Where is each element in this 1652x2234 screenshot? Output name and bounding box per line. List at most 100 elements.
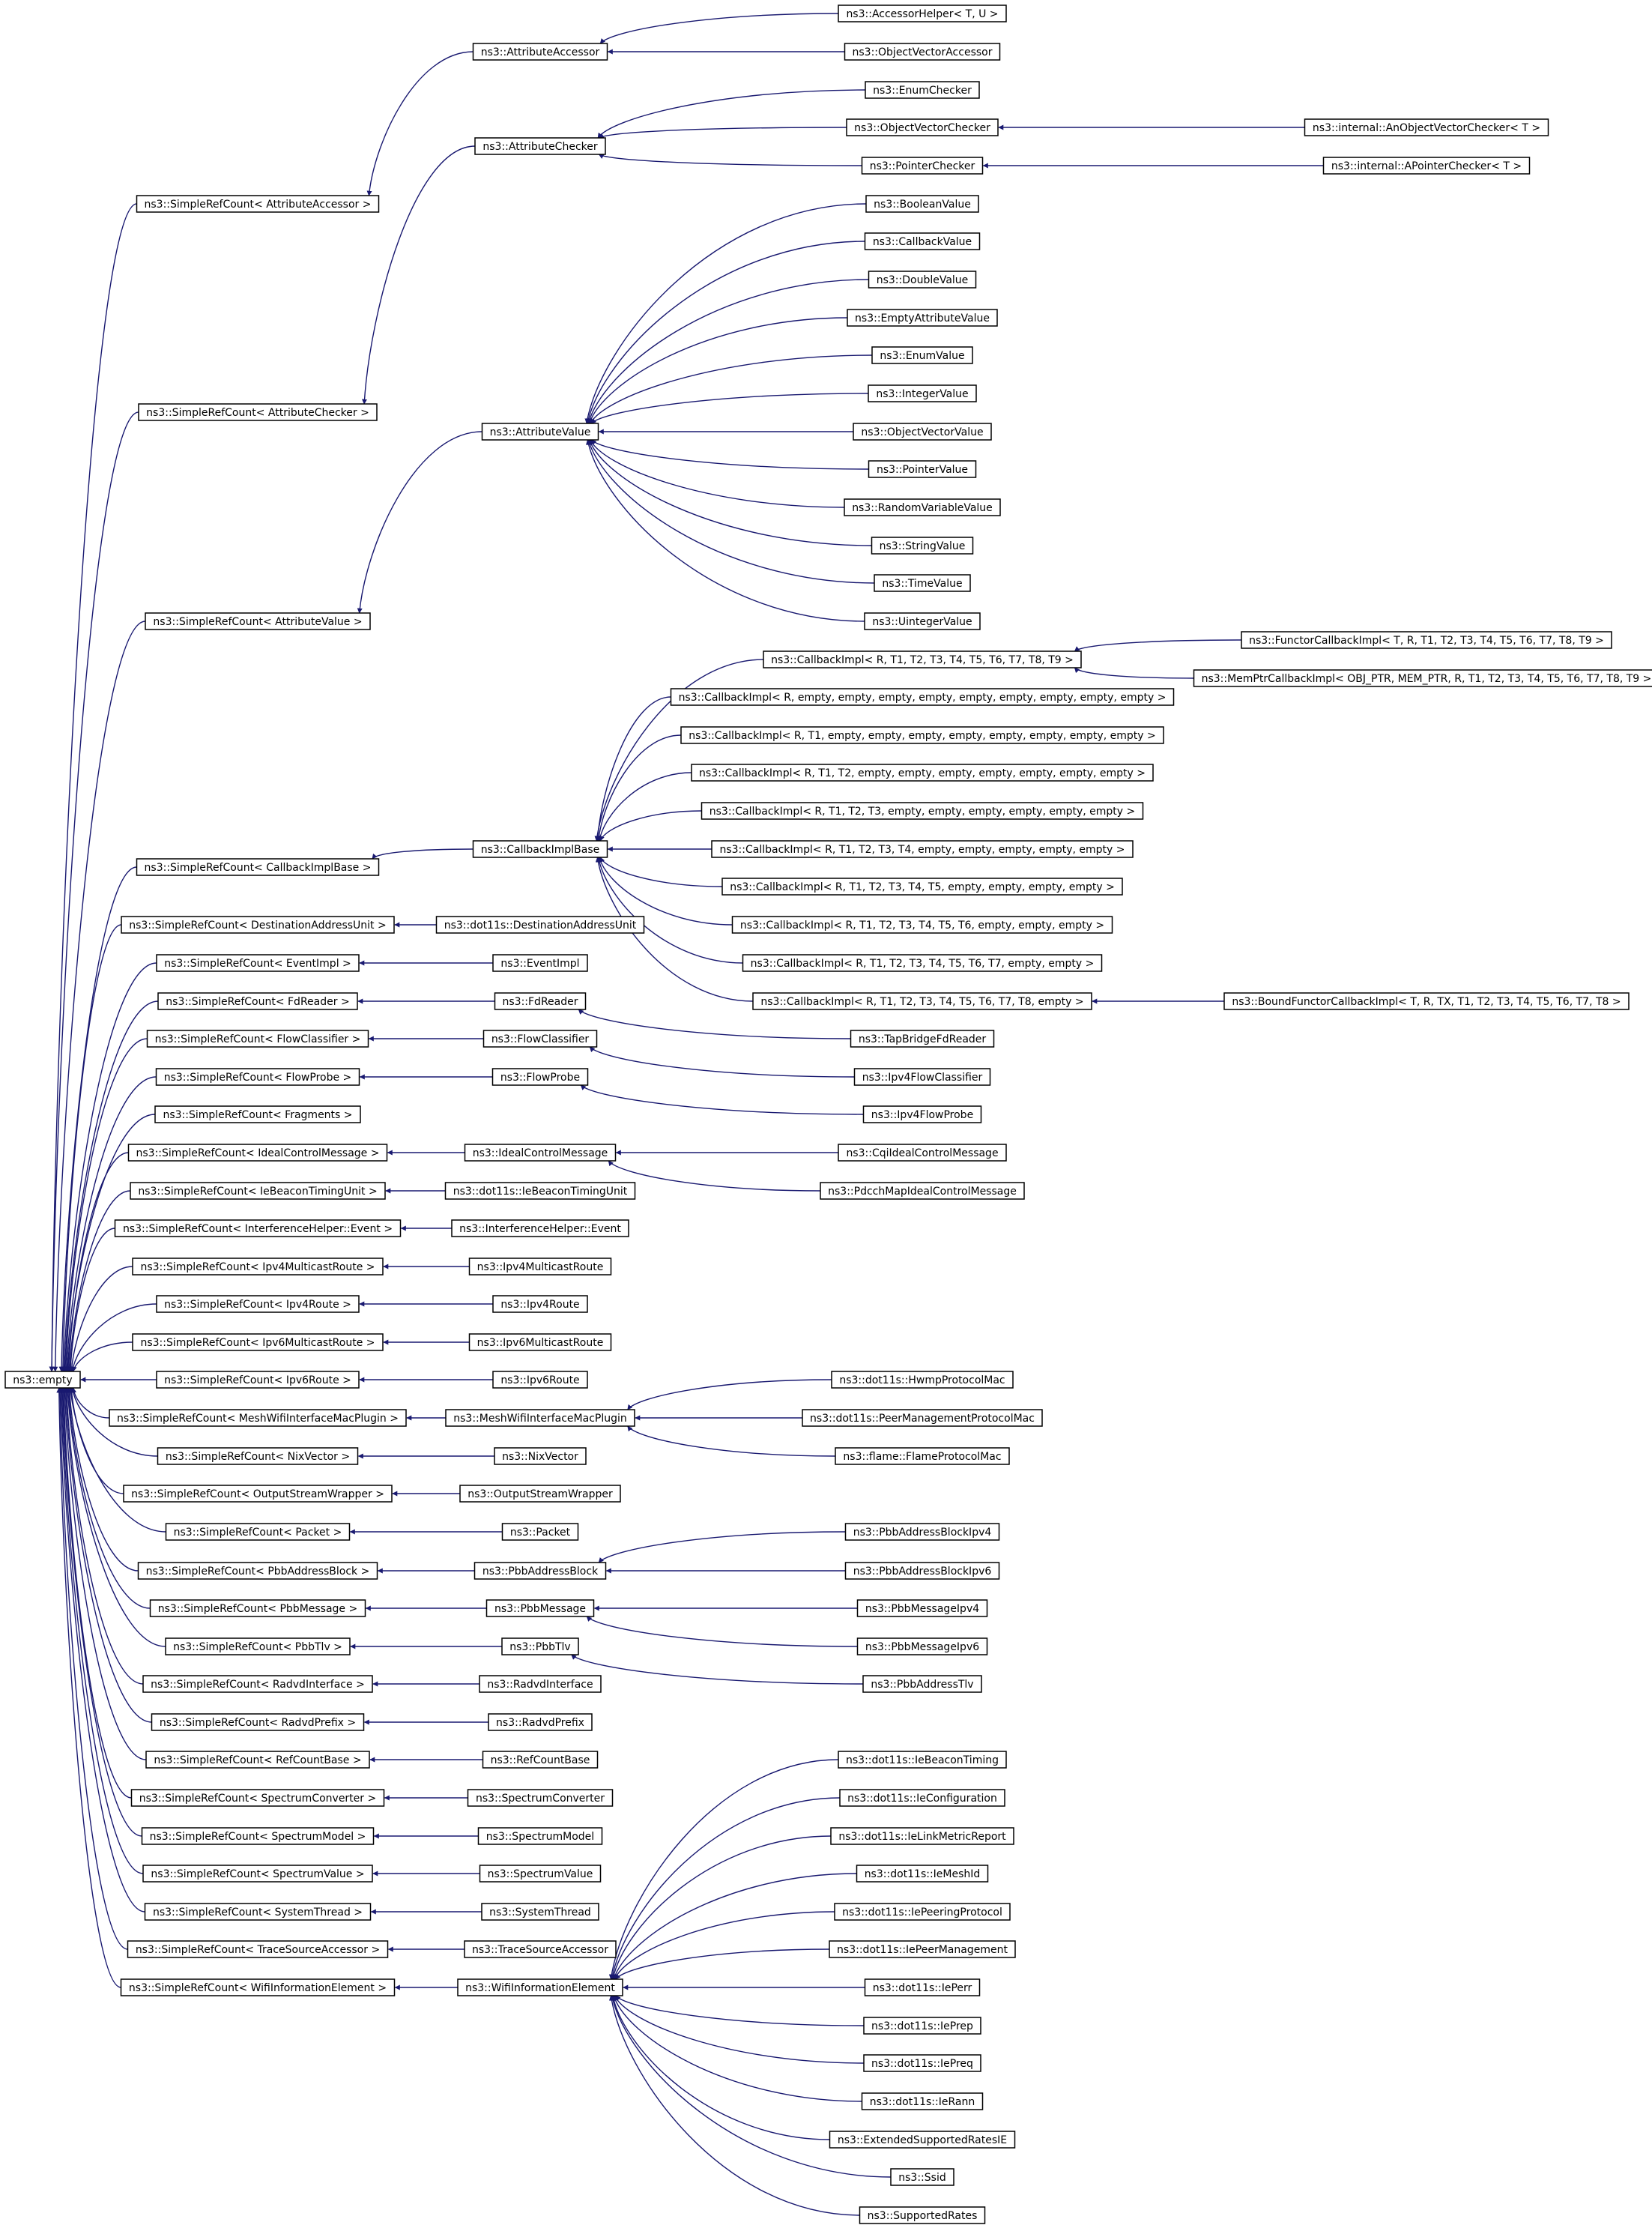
class-node-ilmr[interactable]: ns3::dot11s::IeLinkMetricReport — [830, 1827, 1014, 1845]
class-node-ac[interactable]: ns3::AttributeChecker — [474, 137, 606, 155]
class-node-pdcch[interactable]: ns3::PdcchMapIdealControlMessage — [820, 1182, 1025, 1200]
class-node-src-fc[interactable]: ns3::SimpleRefCount< FlowClassifier > — [146, 1030, 369, 1048]
class-node-src-pm[interactable]: ns3::SimpleRefCount< PbbMessage > — [149, 1599, 366, 1617]
class-node-src-av[interactable]: ns3::SimpleRefCount< AttributeValue > — [145, 612, 371, 630]
class-node-src-st[interactable]: ns3::SimpleRefCount< SystemThread > — [144, 1903, 372, 1921]
class-node-bfci[interactable]: ns3::BoundFunctorCallbackImpl< T, R, TX,… — [1223, 992, 1630, 1010]
class-node-mpci[interactable]: ns3::MemPtrCallbackImpl< OBJ_PTR, MEM_PT… — [1193, 669, 1652, 687]
class-node-aa[interactable]: ns3::AttributeAccessor — [472, 43, 608, 61]
class-node-icfg[interactable]: ns3::dot11s::IeConfiguration — [839, 1789, 1005, 1807]
class-node-pv[interactable]: ns3::PointerValue — [868, 460, 977, 478]
class-node-fci[interactable]: ns3::FunctorCallbackImpl< T, R, T1, T2, … — [1241, 631, 1612, 649]
class-node-rvv[interactable]: ns3::RandomVariableValue — [844, 498, 1001, 516]
class-node-src-dau[interactable]: ns3::SimpleRefCount< DestinationAddressU… — [121, 916, 395, 934]
class-node-icm[interactable]: ns3::IdealControlMessage — [464, 1144, 617, 1162]
class-node-src-sc[interactable]: ns3::SimpleRefCount< SpectrumConverter > — [130, 1789, 385, 1807]
class-node-ci9[interactable]: ns3::CallbackImpl< R, T1, T2, T3, T4, T5… — [763, 650, 1082, 668]
class-node-src-sv[interactable]: ns3::SimpleRefCount< SpectrumValue > — [142, 1865, 373, 1883]
class-node-nv[interactable]: ns3::NixVector — [494, 1447, 587, 1465]
class-node-src-pt[interactable]: ns3::SimpleRefCount< PbbTlv > — [165, 1637, 351, 1655]
class-node-ci1[interactable]: ns3::CallbackImpl< R, T1, empty, empty, … — [680, 726, 1164, 744]
class-node-src-nv[interactable]: ns3::SimpleRefCount< NixVector > — [157, 1447, 359, 1465]
class-node-ci2[interactable]: ns3::CallbackImpl< R, T1, T2, empty, emp… — [691, 764, 1154, 782]
class-node-src-i6r[interactable]: ns3::SimpleRefCount< Ipv6Route > — [156, 1371, 360, 1389]
class-node-flame[interactable]: ns3::flame::FlameProtocolMac — [835, 1447, 1010, 1465]
class-node-pt[interactable]: ns3::PbbTlv — [501, 1637, 579, 1655]
class-node-sv[interactable]: ns3::SpectrumValue — [479, 1865, 602, 1883]
class-node-pc[interactable]: ns3::PointerChecker — [861, 157, 984, 175]
class-node-pm6[interactable]: ns3::PbbMessageIpv6 — [856, 1637, 988, 1655]
class-node-pab6[interactable]: ns3::PbbAddressBlockIpv6 — [844, 1562, 1000, 1580]
class-node-pm4[interactable]: ns3::PbbMessageIpv4 — [856, 1599, 988, 1617]
class-node-src-cib[interactable]: ns3::SimpleRefCount< CallbackImplBase > — [136, 858, 380, 876]
class-node-src-ibtu[interactable]: ns3::SimpleRefCount< IeBeaconTimingUnit … — [130, 1182, 386, 1200]
class-node-mwi[interactable]: ns3::MeshWifiInterfaceMacPlugin — [445, 1409, 635, 1427]
class-node-src-aa[interactable]: ns3::SimpleRefCount< AttributeAccessor > — [136, 195, 380, 213]
class-node-src-rp[interactable]: ns3::SimpleRefCount< RadvdPrefix > — [151, 1713, 365, 1731]
class-node-src-i4mr[interactable]: ns3::SimpleRefCount< Ipv4MulticastRoute … — [132, 1258, 384, 1276]
class-node-src-pkt[interactable]: ns3::SimpleRefCount< Packet > — [165, 1523, 351, 1541]
class-node-src-fp[interactable]: ns3::SimpleRefCount< FlowProbe > — [155, 1068, 360, 1086]
class-node-tsa[interactable]: ns3::TraceSourceAccessor — [464, 1940, 617, 1958]
class-node-iperr[interactable]: ns3::dot11s::IePerr — [864, 1978, 981, 1996]
class-node-ah[interactable]: ns3::AccessorHelper< T, U > — [838, 4, 1007, 22]
class-node-sval[interactable]: ns3::StringValue — [871, 537, 974, 555]
class-node-src-i6mr[interactable]: ns3::SimpleRefCount< Ipv6MulticastRoute … — [132, 1333, 384, 1351]
class-node-sc[interactable]: ns3::SpectrumConverter — [467, 1789, 614, 1807]
class-node-cv[interactable]: ns3::CallbackValue — [864, 232, 981, 250]
class-node-src-mwi[interactable]: ns3::SimpleRefCount< MeshWifiInterfaceMa… — [109, 1409, 407, 1427]
class-node-ri[interactable]: ns3::RadvdInterface — [479, 1675, 602, 1693]
class-node-esr[interactable]: ns3::ExtendedSupportedRatesIE — [829, 2131, 1016, 2149]
class-node-patlv[interactable]: ns3::PbbAddressTlv — [862, 1675, 982, 1693]
class-node-src-pab[interactable]: ns3::SimpleRefCount< PbbAddressBlock > — [137, 1562, 378, 1580]
class-node-src-ac[interactable]: ns3::SimpleRefCount< AttributeChecker > — [138, 403, 378, 421]
class-node-src-wie[interactable]: ns3::SimpleRefCount< WifiInformationElem… — [120, 1978, 396, 1996]
class-node-ci7[interactable]: ns3::CallbackImpl< R, T1, T2, T3, T4, T5… — [742, 954, 1103, 972]
class-node-fdr[interactable]: ns3::FdReader — [494, 992, 587, 1010]
class-node-ci8[interactable]: ns3::CallbackImpl< R, T1, T2, T3, T4, T5… — [752, 992, 1092, 1010]
class-node-ovc[interactable]: ns3::ObjectVectorChecker — [846, 118, 999, 136]
class-node-ssid[interactable]: ns3::Ssid — [890, 2168, 954, 2186]
class-node-hwmp[interactable]: ns3::dot11s::HwmpProtocolMac — [831, 1371, 1014, 1389]
class-node-i4r[interactable]: ns3::Ipv4Route — [492, 1295, 588, 1313]
class-node-src-icm[interactable]: ns3::SimpleRefCount< IdealControlMessage… — [127, 1144, 388, 1162]
class-node-wie[interactable]: ns3::WifiInformationElement — [457, 1978, 623, 1996]
class-node-src-ri[interactable]: ns3::SimpleRefCount< RadvdInterface > — [142, 1675, 373, 1693]
class-node-ipm[interactable]: ns3::dot11s::IePeerManagement — [829, 1940, 1016, 1958]
class-node-env[interactable]: ns3::EnumValue — [871, 346, 973, 364]
class-node-dau[interactable]: ns3::dot11s::DestinationAddressUnit — [435, 916, 645, 934]
class-node-tv[interactable]: ns3::TimeValue — [874, 574, 971, 592]
class-node-fp[interactable]: ns3::FlowProbe — [491, 1068, 589, 1086]
class-node-ova[interactable]: ns3::ObjectVectorAccessor — [844, 43, 1001, 61]
class-node-cib[interactable]: ns3::CallbackImplBase — [472, 840, 608, 858]
class-node-src-i4r[interactable]: ns3::SimpleRefCount< Ipv4Route > — [156, 1295, 360, 1313]
class-node-ipreq[interactable]: ns3::dot11s::IePreq — [863, 2054, 981, 2072]
class-node-cqi[interactable]: ns3::CqiIdealControlMessage — [838, 1144, 1007, 1162]
class-node-src-tsa[interactable]: ns3::SimpleRefCount< TraceSourceAccessor… — [127, 1940, 389, 1958]
class-node-pab4[interactable]: ns3::PbbAddressBlockIpv4 — [844, 1523, 1000, 1541]
class-node-rcb[interactable]: ns3::RefCountBase — [482, 1751, 599, 1769]
class-node-eav[interactable]: ns3::EmptyAttributeValue — [847, 309, 998, 327]
class-node-i4mr[interactable]: ns3::Ipv4MulticastRoute — [468, 1258, 612, 1276]
class-node-ovv[interactable]: ns3::ObjectVectorValue — [853, 423, 992, 441]
class-node-bv[interactable]: ns3::BooleanValue — [865, 195, 979, 213]
class-node-pmpm[interactable]: ns3::dot11s::PeerManagementProtocolMac — [802, 1409, 1043, 1427]
class-node-sm[interactable]: ns3::SpectrumModel — [477, 1827, 603, 1845]
class-node-src-ihe[interactable]: ns3::SimpleRefCount< InterferenceHelper:… — [114, 1219, 402, 1237]
class-node-i6r[interactable]: ns3::Ipv6Route — [492, 1371, 588, 1389]
class-node-ci3[interactable]: ns3::CallbackImpl< R, T1, T2, T3, empty,… — [701, 802, 1144, 820]
class-node-ihe[interactable]: ns3::InterferenceHelper::Event — [451, 1219, 629, 1237]
class-node-empty[interactable]: ns3::empty — [4, 1371, 81, 1389]
class-node-ipp[interactable]: ns3::dot11s::IePeeringProtocol — [834, 1903, 1011, 1921]
class-node-st[interactable]: ns3::SystemThread — [481, 1903, 599, 1921]
class-node-iv[interactable]: ns3::IntegerValue — [868, 384, 977, 402]
class-node-pm[interactable]: ns3::PbbMessage — [485, 1599, 595, 1617]
class-node-ci5[interactable]: ns3::CallbackImpl< R, T1, T2, T3, T4, T5… — [721, 878, 1123, 896]
class-node-i4fc[interactable]: ns3::Ipv4FlowClassifier — [853, 1068, 991, 1086]
class-node-ibt[interactable]: ns3::dot11s::IeBeaconTiming — [838, 1751, 1007, 1769]
class-node-uv[interactable]: ns3::UintegerValue — [864, 612, 981, 630]
class-node-src-sm[interactable]: ns3::SimpleRefCount< SpectrumModel > — [141, 1827, 375, 1845]
class-node-pkt[interactable]: ns3::Packet — [501, 1523, 579, 1541]
class-node-src-fdr[interactable]: ns3::SimpleRefCount< FdReader > — [157, 992, 358, 1010]
class-node-osw[interactable]: ns3::OutputStreamWrapper — [459, 1485, 621, 1503]
